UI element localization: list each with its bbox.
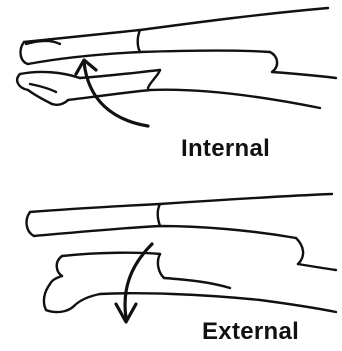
external-rotation-panel	[27, 194, 336, 322]
external-upper-leg	[27, 194, 336, 270]
external-lower-leg	[44, 253, 336, 312]
internal-lower-leg	[17, 70, 320, 108]
internal-upper-leg	[21, 8, 336, 78]
internal-rotation-caption: Internal	[181, 135, 270, 163]
internal-rotation-panel	[17, 8, 336, 126]
internal-rotation-arrow	[76, 60, 148, 126]
external-rotation-caption: External	[202, 318, 299, 346]
external-rotation-arrow	[116, 244, 152, 322]
